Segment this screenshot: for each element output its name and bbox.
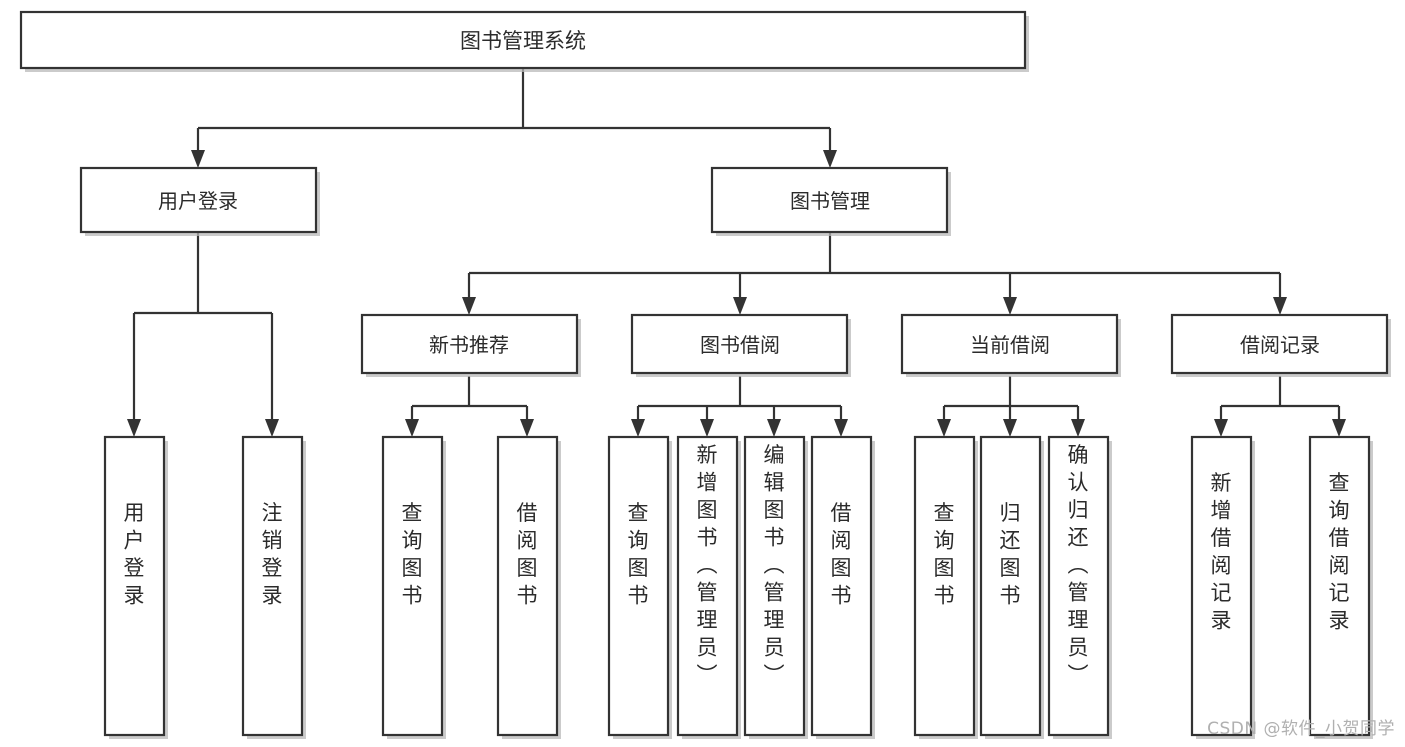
node-root[interactable]: 图书管理系统: [19, 10, 1029, 72]
node-leaf-user-logout-label: 注销登录: [262, 501, 283, 608]
arrowhead-current-borrow: [1003, 297, 1017, 315]
node-leaf-user-login-label: 用户登录: [124, 501, 145, 608]
node-root-box[interactable]: [19, 10, 1027, 70]
node-leaf-confirm-return-box[interactable]: [1047, 435, 1110, 737]
arrowhead-leaf-borrow-book-1: [520, 419, 534, 437]
node-book-borrow[interactable]: 图书借阅: [630, 313, 851, 377]
arrowhead-leaf-edit-book: [767, 419, 781, 437]
leaf-node-group: 用户登录 注销登录 查询图书 借阅图书 查询图书: [103, 435, 1373, 739]
node-root-label: 图书管理系统: [460, 29, 586, 53]
arrowhead-leaf-add-book: [700, 419, 714, 437]
arrowhead-leaf-query-book-1: [405, 419, 419, 437]
node-leaf-query-book-2-label: 查询图书: [628, 501, 649, 608]
node-book-borrow-label: 图书借阅: [700, 333, 780, 357]
arrowhead-leaf-return-book: [1003, 419, 1017, 437]
node-book-management-label: 图书管理: [790, 189, 870, 213]
node-user-login-label: 用户登录: [158, 189, 238, 213]
node-leaf-query-book-2-box[interactable]: [607, 435, 670, 737]
arrowhead-leaf-query-record: [1332, 419, 1346, 437]
node-leaf-edit-book-label: 编辑图书︵管理员︶: [764, 443, 785, 687]
node-leaf-borrow-book-1[interactable]: 借阅图书: [496, 435, 561, 739]
arrowhead-leaf-user-login: [127, 419, 141, 437]
node-leaf-borrow-book-2-label: 借阅图书: [831, 501, 852, 608]
node-user-login-box[interactable]: [79, 166, 318, 234]
node-leaf-user-logout-box[interactable]: [241, 435, 304, 737]
node-leaf-query-record-box[interactable]: [1308, 435, 1371, 737]
node-leaf-borrow-book-2-box[interactable]: [810, 435, 873, 737]
node-new-book-recommend[interactable]: 新书推荐: [360, 313, 581, 377]
node-leaf-query-book-1-label: 查询图书: [402, 501, 423, 608]
arrowhead-leaf-borrow-book-2: [834, 419, 848, 437]
node-current-borrow-box[interactable]: [900, 313, 1119, 375]
node-leaf-borrow-book-1-box[interactable]: [496, 435, 559, 737]
arrowhead-book-management: [823, 150, 837, 168]
arrowhead-new-book-recommend: [462, 297, 476, 315]
node-leaf-query-book-1[interactable]: 查询图书: [381, 435, 446, 739]
node-user-login[interactable]: 用户登录: [79, 166, 320, 236]
node-current-borrow[interactable]: 当前借阅: [900, 313, 1121, 377]
node-current-borrow-label: 当前借阅: [970, 333, 1050, 357]
arrowhead-user-login: [191, 150, 205, 168]
node-leaf-borrow-book-1-label: 借阅图书: [517, 501, 538, 608]
node-book-management-box[interactable]: [710, 166, 949, 234]
node-leaf-return-book-label: 归还图书: [1000, 501, 1021, 608]
node-leaf-query-book-2[interactable]: 查询图书: [607, 435, 672, 739]
node-leaf-return-book[interactable]: 归还图书: [979, 435, 1044, 739]
node-leaf-confirm-return-label: 确认归还︵管理员︶: [1068, 443, 1089, 687]
arrowhead-book-borrow: [733, 297, 747, 315]
node-borrow-record[interactable]: 借阅记录: [1170, 313, 1391, 377]
node-leaf-borrow-book-2[interactable]: 借阅图书: [810, 435, 875, 739]
arrowhead-leaf-confirm-return: [1071, 419, 1085, 437]
node-leaf-user-login[interactable]: 用户登录: [103, 435, 168, 739]
node-new-book-recommend-label: 新书推荐: [429, 333, 509, 357]
node-leaf-add-record-box[interactable]: [1190, 435, 1253, 737]
arrowhead-leaf-query-book-3: [937, 419, 951, 437]
connector-layer: [127, 69, 1346, 437]
node-leaf-add-record[interactable]: 新增借阅记录: [1190, 435, 1255, 739]
node-leaf-edit-book[interactable]: 编辑图书︵管理员︶: [743, 435, 808, 739]
arrowhead-borrow-record: [1273, 297, 1287, 315]
node-leaf-add-book-label: 新增图书︵管理员︶: [697, 443, 718, 687]
node-leaf-edit-book-box[interactable]: [743, 435, 806, 737]
node-leaf-add-book-box[interactable]: [676, 435, 739, 737]
node-book-management[interactable]: 图书管理: [710, 166, 951, 236]
arrowhead-leaf-query-book-2: [631, 419, 645, 437]
node-leaf-confirm-return[interactable]: 确认归还︵管理员︶: [1047, 435, 1112, 739]
node-leaf-return-book-box[interactable]: [979, 435, 1042, 737]
arrowhead-leaf-add-record: [1214, 419, 1228, 437]
arrowhead-leaf-user-logout: [265, 419, 279, 437]
node-leaf-query-book-3-box[interactable]: [913, 435, 976, 737]
node-borrow-record-box[interactable]: [1170, 313, 1389, 375]
node-leaf-user-logout[interactable]: 注销登录: [241, 435, 306, 739]
node-new-book-recommend-box[interactable]: [360, 313, 579, 375]
node-borrow-record-label: 借阅记录: [1240, 333, 1320, 357]
node-leaf-query-book-3[interactable]: 查询图书: [913, 435, 978, 739]
node-leaf-query-record-label: 查询借阅记录: [1329, 471, 1350, 633]
node-leaf-query-book-3-label: 查询图书: [934, 501, 955, 608]
node-leaf-user-login-box[interactable]: [103, 435, 166, 737]
node-leaf-query-record[interactable]: 查询借阅记录: [1308, 435, 1373, 739]
node-leaf-add-record-label: 新增借阅记录: [1211, 471, 1232, 633]
node-leaf-query-book-1-box[interactable]: [381, 435, 444, 737]
node-book-borrow-box[interactable]: [630, 313, 849, 375]
node-leaf-add-book[interactable]: 新增图书︵管理员︶: [676, 435, 741, 739]
